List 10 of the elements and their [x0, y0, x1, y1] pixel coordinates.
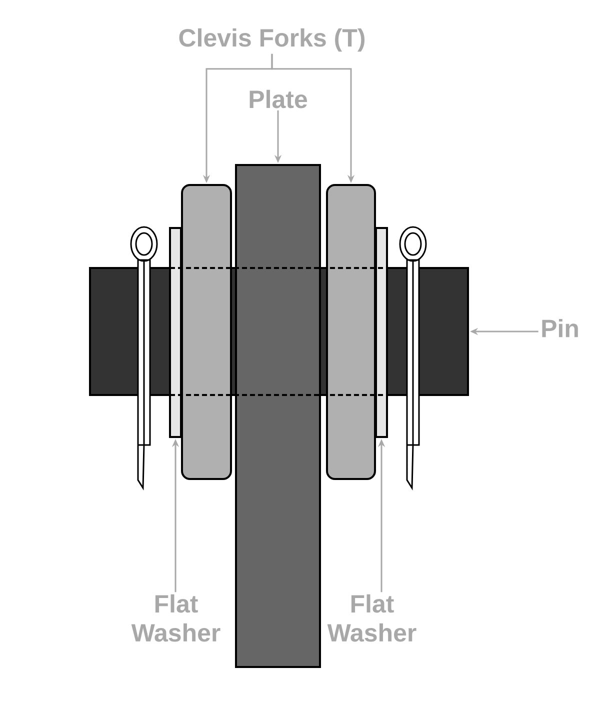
- label-text: Clevis Forks (T): [179, 28, 364, 52]
- clevis-fork: [326, 184, 376, 480]
- label-text: Flat Washer: [131, 594, 220, 642]
- label-text: Flat Washer: [327, 594, 416, 642]
- label-text: Pin: [542, 318, 578, 338]
- flat-washer: [169, 227, 182, 438]
- label-text: Plate: [250, 90, 308, 108]
- clevis-fork: [181, 184, 232, 480]
- flat-washer: [375, 227, 388, 438]
- plate: [235, 164, 321, 668]
